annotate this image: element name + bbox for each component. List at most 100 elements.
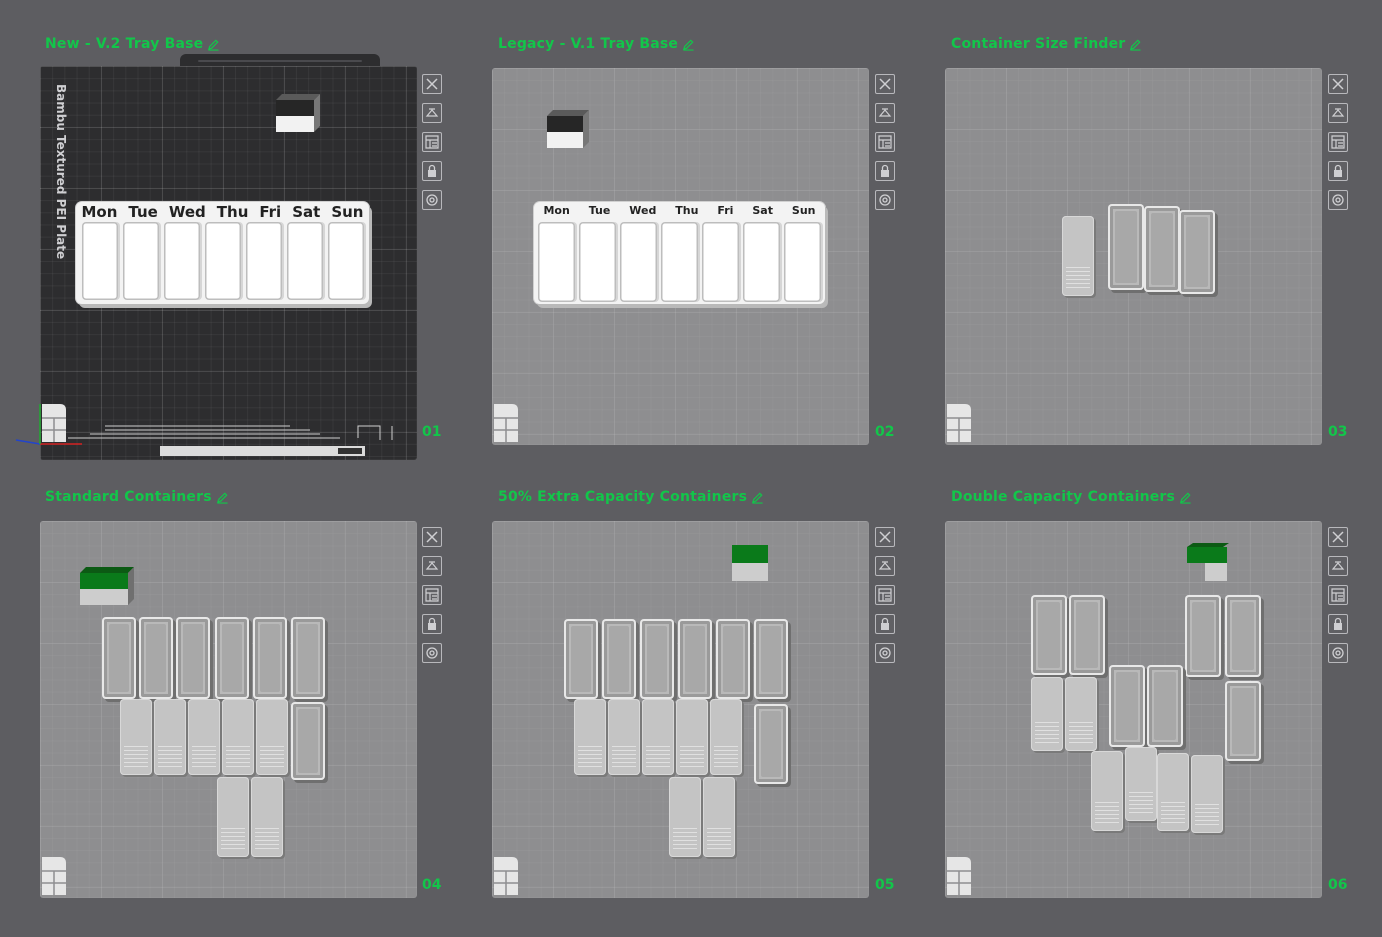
container[interactable]	[1225, 595, 1261, 677]
container-lid[interactable]	[703, 777, 735, 857]
container-lid[interactable]	[1157, 753, 1189, 831]
container[interactable]	[215, 617, 249, 699]
build-plate-01[interactable]: Bambu Textured PEI Plate Mon Tue Wed Thu…	[15, 66, 417, 460]
arrange-icon[interactable]	[422, 585, 442, 605]
container-lid[interactable]	[1062, 216, 1094, 296]
container-lid[interactable]	[154, 699, 186, 775]
settings-icon[interactable]	[422, 643, 442, 663]
auto-orient-icon[interactable]	[875, 556, 895, 576]
auto-orient-icon[interactable]	[422, 556, 442, 576]
lock-icon[interactable]	[422, 161, 442, 181]
auto-orient-icon[interactable]	[1328, 556, 1348, 576]
container-lid[interactable]	[1091, 751, 1123, 831]
container-extra[interactable]	[1144, 206, 1180, 292]
settings-icon[interactable]	[875, 190, 895, 210]
container[interactable]	[291, 617, 325, 699]
edit-icon[interactable]	[682, 38, 695, 51]
arrange-icon[interactable]	[875, 585, 895, 605]
container[interactable]	[754, 704, 788, 784]
container[interactable]	[1185, 595, 1221, 677]
auto-orient-icon[interactable]	[1328, 103, 1348, 123]
container-lid[interactable]	[120, 699, 152, 775]
settings-icon[interactable]	[1328, 190, 1348, 210]
close-icon[interactable]	[875, 527, 895, 547]
pill-tray-v1[interactable]: Mon Tue Wed Thu Fri Sat Sun	[534, 202, 825, 304]
pill-tray-v2[interactable]: Mon Tue Wed Thu Fri Sat Sun	[76, 202, 369, 304]
arrange-icon[interactable]	[422, 132, 442, 152]
plate-title-04[interactable]: Standard Containers	[45, 489, 229, 505]
filament-swatch-cube[interactable]	[547, 110, 591, 150]
build-plate-04[interactable]	[40, 521, 417, 898]
container-double[interactable]	[1179, 210, 1215, 294]
filament-swatch-cube[interactable]	[80, 567, 136, 607]
close-icon[interactable]	[422, 74, 442, 94]
close-icon[interactable]	[1328, 527, 1348, 547]
edit-icon[interactable]	[751, 491, 764, 504]
container[interactable]	[1147, 665, 1183, 747]
container[interactable]	[640, 619, 674, 699]
container[interactable]	[176, 617, 210, 699]
edit-icon[interactable]	[207, 38, 220, 51]
settings-icon[interactable]	[875, 643, 895, 663]
container[interactable]	[602, 619, 636, 699]
build-plate-02[interactable]: Mon Tue Wed Thu Fri Sat Sun	[492, 68, 869, 445]
build-plate-06[interactable]	[945, 521, 1322, 898]
close-icon[interactable]	[422, 527, 442, 547]
container[interactable]	[291, 702, 325, 780]
build-plate-05[interactable]	[492, 521, 869, 898]
container[interactable]	[1069, 595, 1105, 675]
container-lid[interactable]	[251, 777, 283, 857]
plate-title-02[interactable]: Legacy - V.1 Tray Base	[498, 36, 695, 52]
auto-orient-icon[interactable]	[875, 103, 895, 123]
settings-icon[interactable]	[1328, 643, 1348, 663]
arrange-icon[interactable]	[1328, 585, 1348, 605]
container[interactable]	[716, 619, 750, 699]
container-lid[interactable]	[574, 699, 606, 775]
build-plate-03[interactable]	[945, 68, 1322, 445]
plate-title-06[interactable]: Double Capacity Containers	[951, 489, 1192, 505]
lock-icon[interactable]	[875, 161, 895, 181]
container[interactable]	[678, 619, 712, 699]
edit-icon[interactable]	[1129, 38, 1142, 51]
settings-icon[interactable]	[422, 190, 442, 210]
lock-icon[interactable]	[1328, 614, 1348, 634]
container-standard[interactable]	[1108, 204, 1144, 290]
container-lid[interactable]	[710, 699, 742, 775]
lock-icon[interactable]	[875, 614, 895, 634]
container-lid[interactable]	[217, 777, 249, 857]
arrange-icon[interactable]	[1328, 132, 1348, 152]
container-lid[interactable]	[642, 699, 674, 775]
container-lid[interactable]	[676, 699, 708, 775]
container[interactable]	[139, 617, 173, 699]
container-lid[interactable]	[1191, 755, 1223, 833]
plate-title-03[interactable]: Container Size Finder	[951, 36, 1142, 52]
container-lid[interactable]	[256, 699, 288, 775]
plate-title-01[interactable]: New - V.2 Tray Base	[45, 36, 220, 52]
container-lid[interactable]	[188, 699, 220, 775]
container-lid[interactable]	[222, 699, 254, 775]
close-icon[interactable]	[1328, 74, 1348, 94]
filament-swatch-cube[interactable]	[732, 543, 772, 583]
container-lid[interactable]	[1065, 677, 1097, 751]
edit-icon[interactable]	[1179, 491, 1192, 504]
edit-icon[interactable]	[216, 491, 229, 504]
auto-orient-icon[interactable]	[422, 103, 442, 123]
container[interactable]	[1031, 595, 1067, 675]
container-lid[interactable]	[1031, 677, 1063, 751]
container[interactable]	[253, 617, 287, 699]
container-lid[interactable]	[608, 699, 640, 775]
container[interactable]	[564, 619, 598, 699]
container[interactable]	[1109, 665, 1145, 747]
container[interactable]	[754, 619, 788, 699]
filament-swatch-cube[interactable]	[276, 94, 320, 134]
lock-icon[interactable]	[1328, 161, 1348, 181]
lock-icon[interactable]	[422, 614, 442, 634]
filament-swatch-cube[interactable]	[1187, 543, 1233, 583]
container[interactable]	[102, 617, 136, 699]
plate-title-05[interactable]: 50% Extra Capacity Containers	[498, 489, 764, 505]
container[interactable]	[1225, 681, 1261, 761]
container-lid[interactable]	[1125, 747, 1157, 821]
close-icon[interactable]	[875, 74, 895, 94]
container-lid[interactable]	[669, 777, 701, 857]
arrange-icon[interactable]	[875, 132, 895, 152]
